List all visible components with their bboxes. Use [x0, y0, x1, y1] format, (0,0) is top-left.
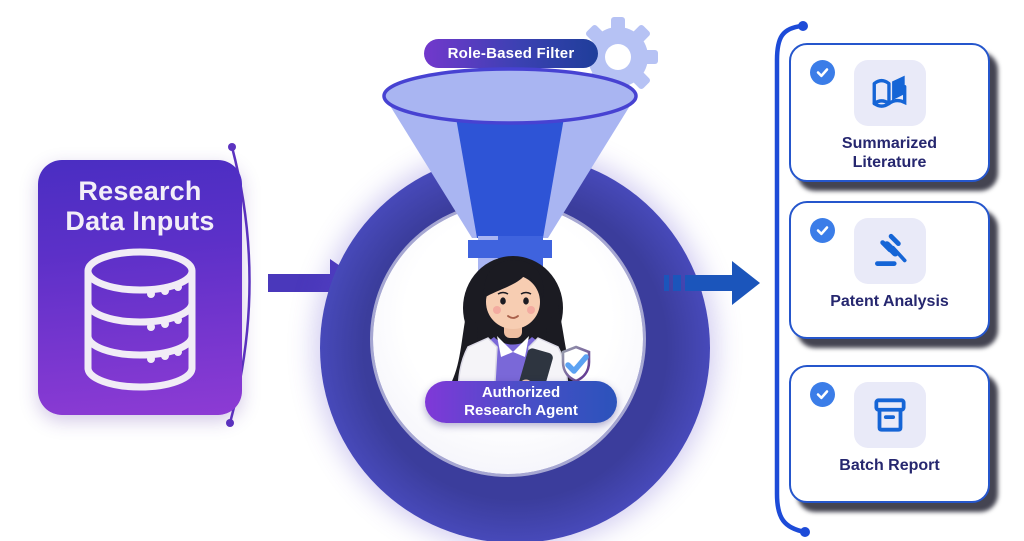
card-label: Summarized Literature — [841, 135, 938, 171]
gavel-icon — [874, 233, 907, 266]
check-badge — [810, 218, 835, 243]
output-arrow-icon — [664, 261, 760, 305]
check-badge — [810, 60, 835, 85]
card-patent-analysis: Patent Analysis — [789, 201, 990, 339]
check-badge — [810, 382, 835, 407]
archive-box-icon — [873, 398, 906, 432]
card-label: Patent Analysis — [830, 293, 949, 310]
agent-pill-line2: Research Agent — [464, 402, 578, 419]
shield-check-icon — [561, 345, 591, 383]
input-box-title-line2: Data Inputs — [65, 206, 215, 237]
input-box-title-line1: Research — [78, 176, 202, 206]
card-batch-report: Batch Report — [789, 365, 990, 503]
open-book-icon — [872, 75, 906, 108]
icon-tile — [853, 60, 926, 126]
role-based-filter-pill: Role-Based Filter — [424, 39, 598, 68]
check-icon — [816, 390, 829, 400]
authorized-research-agent-pill: Authorized Research Agent — [425, 381, 617, 423]
database-icon — [84, 248, 196, 391]
card-summarized-literature: Summarized Literature — [789, 43, 990, 182]
check-icon — [816, 226, 829, 236]
filter-pill-label: Role-Based Filter — [447, 45, 575, 62]
icon-tile — [853, 382, 926, 448]
agent-pill-line1: Authorized — [481, 384, 561, 402]
card-label: Batch Report — [839, 457, 940, 474]
input-box-title: Research Data Inputs — [65, 176, 214, 236]
outputs-bracket-line — [774, 21, 810, 537]
research-data-inputs-box: Research Data Inputs — [38, 160, 242, 415]
check-icon — [816, 68, 829, 78]
icon-tile — [853, 218, 926, 284]
